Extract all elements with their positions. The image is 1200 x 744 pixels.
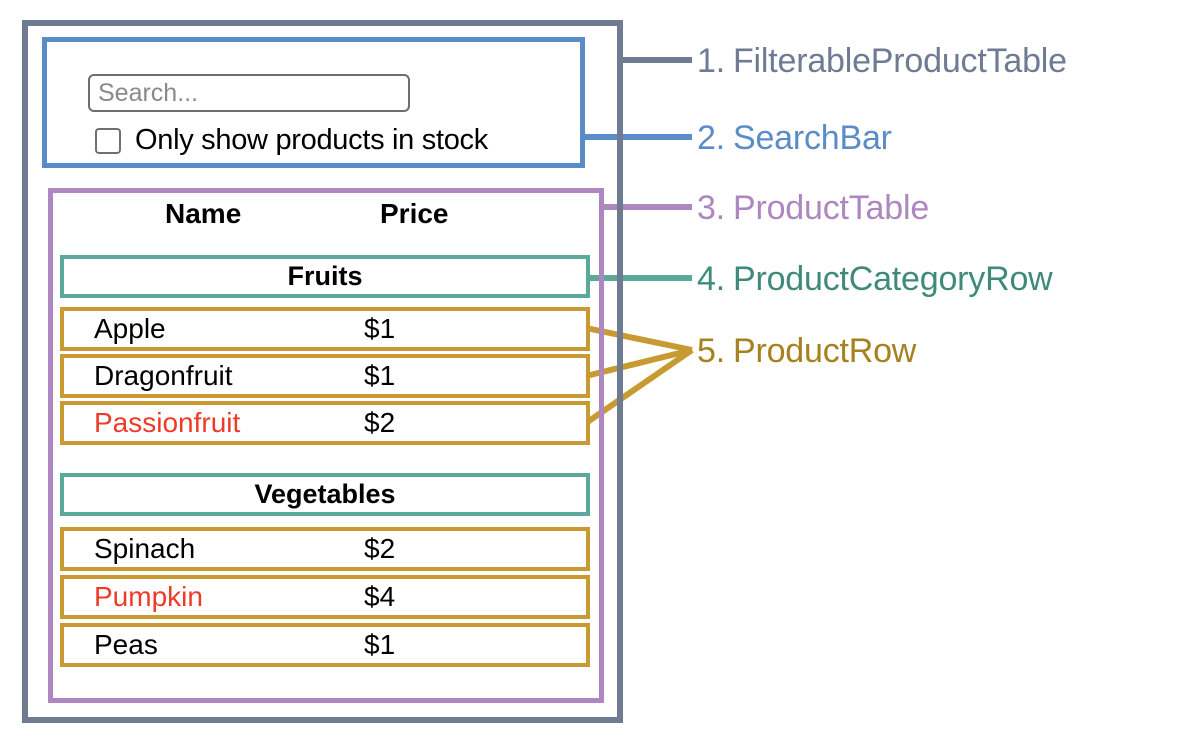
product-name: Pumpkin [94,581,203,612]
annotation-number: 5. [697,332,725,370]
product-category-row: Vegetables [60,473,590,516]
search-input[interactable] [88,74,410,112]
in-stock-filter-row[interactable]: Only show products in stock [95,124,488,157]
annotation-number: 1. [697,42,725,80]
product-price: $4 [364,581,396,612]
annotation-number: 2. [697,119,725,157]
annotation-product-category-row: 4.ProductCategoryRow [697,260,1053,299]
product-price: $1 [364,360,396,391]
annotation-number: 4. [697,260,725,298]
annotation-label: ProductRow [732,332,917,370]
column-header-price: Price [380,198,449,229]
annotation-label: ProductCategoryRow [732,260,1053,298]
product-name: Spinach [94,533,196,564]
product-row: Dragonfruit $1 [60,354,590,398]
annotation-number: 3. [697,189,725,227]
product-row: Apple $1 [60,307,590,351]
product-name: Apple [94,313,166,344]
annotation-product-row: 5.ProductRow [697,332,916,371]
product-price: $2 [364,533,396,564]
in-stock-filter-label: Only show products in stock [135,124,488,156]
product-category-label: Fruits [287,261,363,291]
filterable-product-table-box [22,20,623,723]
product-row: Spinach $2 [60,527,590,571]
product-price: $1 [364,313,396,344]
product-name: Peas [94,629,158,660]
product-table-header: Name Price [60,198,590,246]
product-name: Dragonfruit [94,360,233,391]
annotation-label: ProductTable [732,189,930,227]
annotation-label: FilterableProductTable [732,42,1067,80]
annotation-product-table: 3.ProductTable [697,189,929,228]
search-bar-box [42,37,585,168]
product-category-row: Fruits [60,255,590,298]
product-row: Passionfruit $2 [60,401,590,445]
product-name: Passionfruit [94,407,241,438]
annotation-filterable-product-table: 1.FilterableProductTable [697,42,1067,81]
checkbox-icon[interactable] [95,127,121,154]
product-row: Pumpkin $4 [60,575,590,619]
annotation-label: SearchBar [732,119,892,157]
annotation-search-bar: 2.SearchBar [697,119,892,158]
column-header-name: Name [165,198,242,229]
product-category-label: Vegetables [254,479,396,509]
product-price: $2 [364,407,396,438]
product-price: $1 [364,629,396,660]
product-table-box [48,188,604,703]
product-row: Peas $1 [60,623,590,667]
